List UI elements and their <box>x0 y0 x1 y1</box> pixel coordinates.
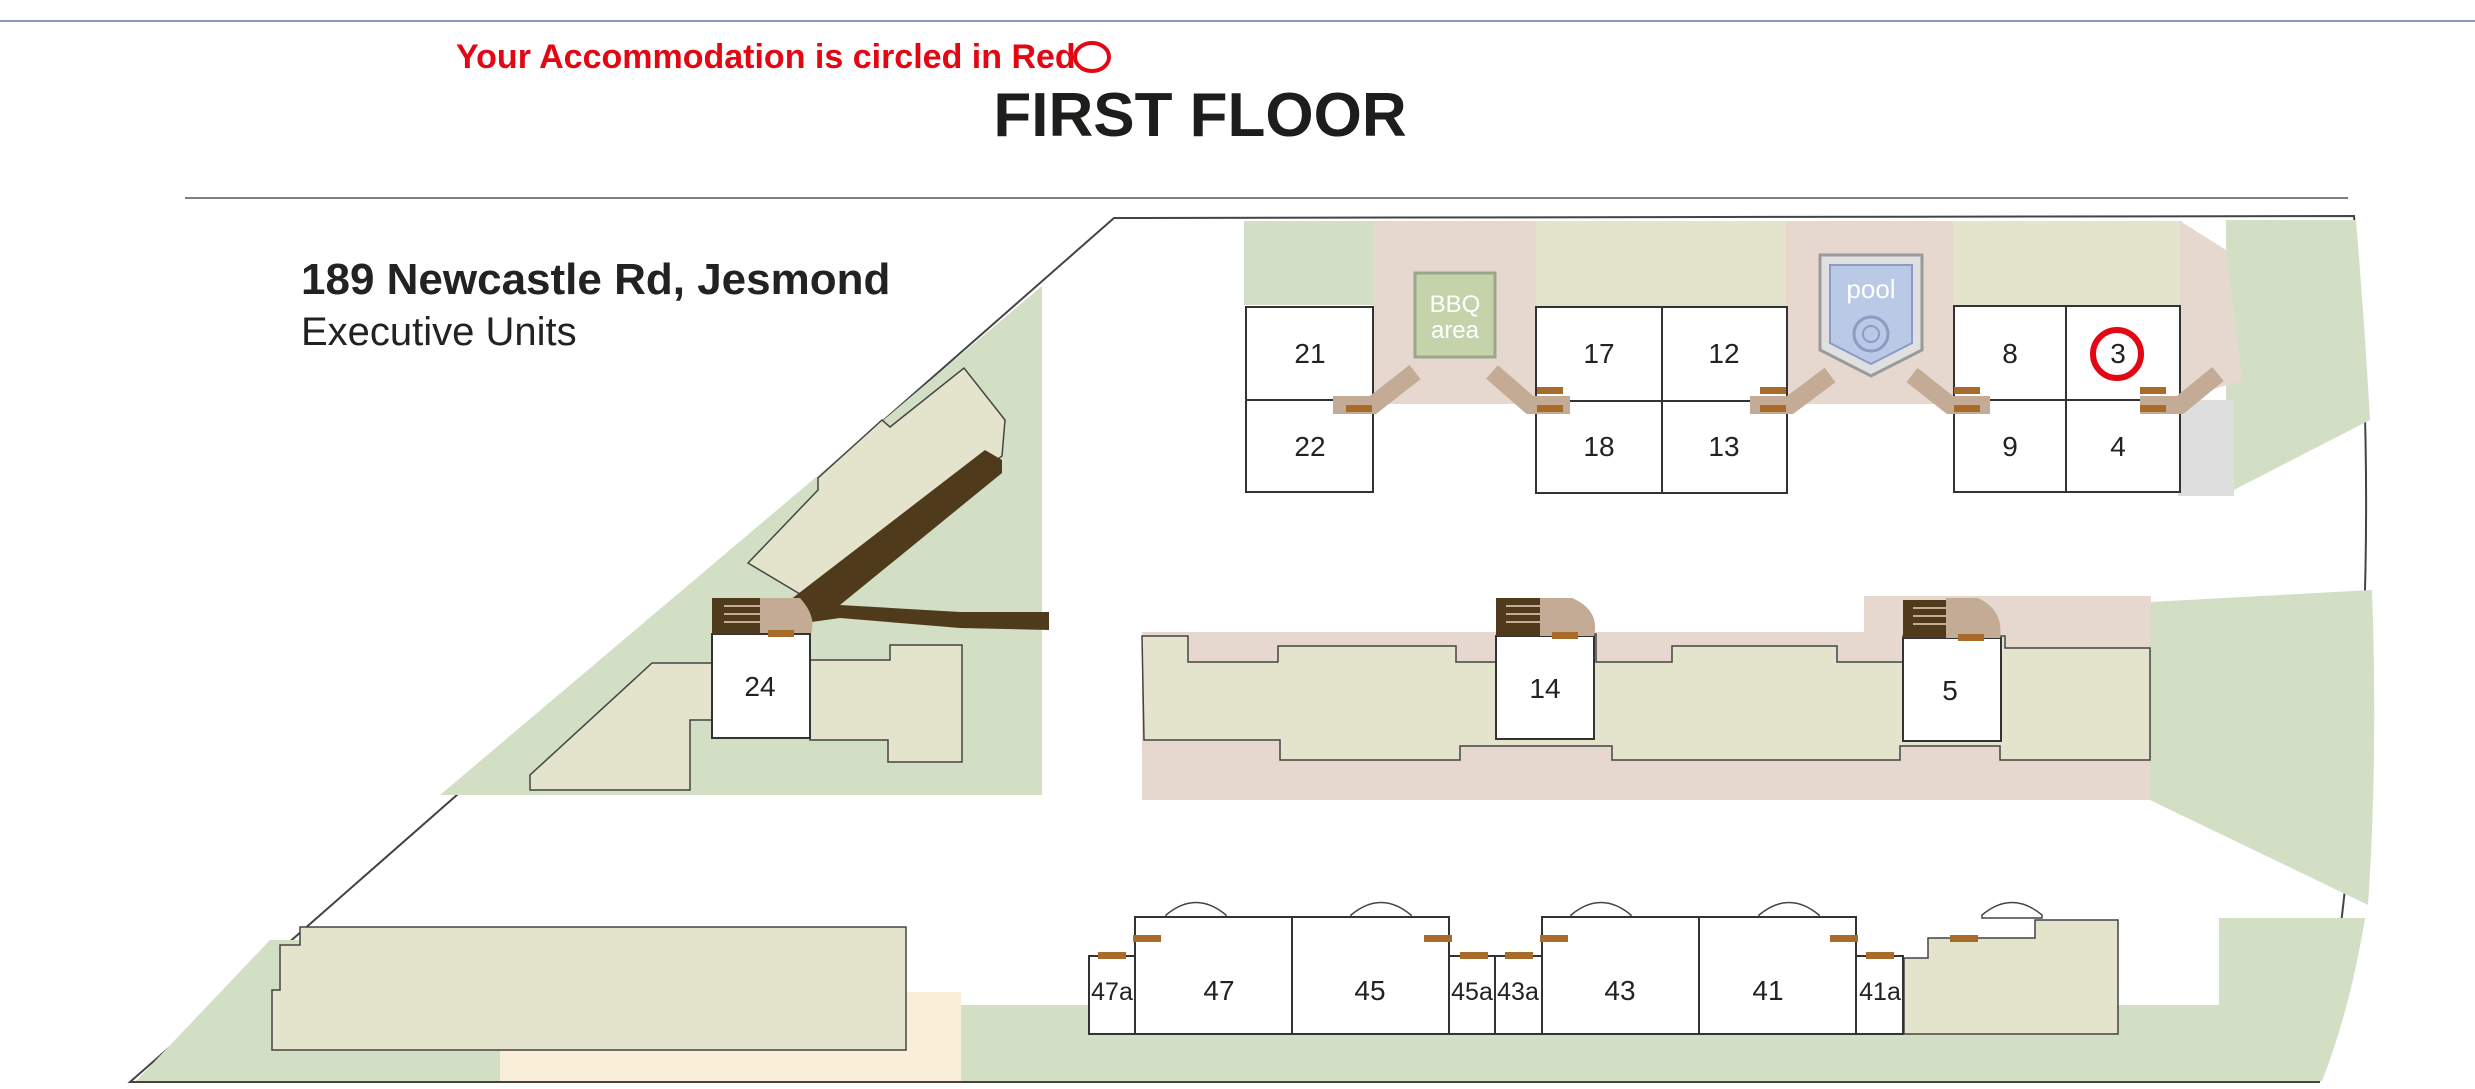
block-21-22 <box>1245 306 1374 493</box>
unit-5-label: 5 <box>1942 675 1958 706</box>
unit-41[interactable] <box>1698 916 1857 1035</box>
unit-47a[interactable] <box>1088 955 1136 1035</box>
unit-17-label: 17 <box>1583 338 1614 369</box>
building-bottom-left <box>271 926 907 1051</box>
unit-3[interactable] <box>2065 305 2181 401</box>
bbq-label-line2: area <box>1431 317 1480 344</box>
unit-43a[interactable] <box>1494 955 1543 1035</box>
unit-43[interactable] <box>1541 916 1700 1035</box>
unit-4-label: 4 <box>2110 431 2126 462</box>
stairs-5-icon <box>1903 600 1946 638</box>
doors-bottom <box>1098 935 1978 959</box>
unit-9-label: 9 <box>2002 431 2018 462</box>
bbq-area <box>1413 271 1497 359</box>
unit-9[interactable] <box>1953 399 2067 493</box>
unit-41a-label: 41a <box>1859 978 1901 1006</box>
driveway-ramp <box>760 450 1049 630</box>
unit-21-label: 21 <box>1294 338 1325 369</box>
address-line2: Executive Units <box>301 310 577 354</box>
unit-12[interactable] <box>1661 306 1788 402</box>
unit-3-label: 3 <box>2110 338 2126 369</box>
pool-spa-icon <box>1852 315 1890 353</box>
stairs-14-icon <box>1496 598 1540 636</box>
unit-13[interactable] <box>1661 400 1788 494</box>
unit-22-label: 22 <box>1294 431 1325 462</box>
stairs-24-icon <box>712 598 760 634</box>
unit-14-label: 14 <box>1529 673 1560 704</box>
unit-47[interactable] <box>1134 916 1293 1035</box>
unit-45-label: 45 <box>1354 975 1385 1006</box>
doors-top <box>1346 387 2166 412</box>
bbq-label-line1: BBQ <box>1430 291 1481 318</box>
unit-45a-label: 45a <box>1451 978 1493 1006</box>
unit-45[interactable] <box>1291 916 1450 1035</box>
unit-41a[interactable] <box>1855 955 1904 1035</box>
lawn-right-middle <box>2150 590 2375 905</box>
address-line1: 189 Newcastle Rd, Jesmond <box>301 255 890 304</box>
unit-labels: 21 22 17 12 18 13 8 3 9 4 24 14 5 47a 47… <box>744 338 2125 1006</box>
unit-47a-label: 47a <box>1091 978 1133 1006</box>
courtyard-lawn-middle <box>1536 221 1786 305</box>
unit-13-label: 13 <box>1708 431 1739 462</box>
lawn-right-bottom <box>2219 918 2365 1081</box>
unit-5[interactable] <box>1902 637 2002 742</box>
courtyard-paving-right <box>2180 221 2242 400</box>
block-17-12-18-13 <box>1535 306 1788 494</box>
unit-14[interactable] <box>1495 635 1595 740</box>
unit-21[interactable] <box>1245 306 1374 401</box>
walkway-24 <box>760 598 813 640</box>
unit-22[interactable] <box>1245 399 1374 493</box>
unit-18-label: 18 <box>1583 431 1614 462</box>
floor-title: FIRST FLOOR <box>993 81 1406 150</box>
unit-8-label: 8 <box>2002 338 2018 369</box>
unit-12-label: 12 <box>1708 338 1739 369</box>
unit-43-label: 43 <box>1604 975 1635 1006</box>
door-14 <box>1552 632 1578 639</box>
pool-label: pool <box>1846 274 1895 304</box>
unit-24-label: 24 <box>744 671 775 702</box>
unit-43a-label: 43a <box>1497 978 1539 1006</box>
unit-24[interactable] <box>711 633 811 739</box>
door-24 <box>768 630 794 637</box>
pool <box>1829 264 1913 366</box>
walkway-5 <box>1946 598 2001 638</box>
unit-4[interactable] <box>2065 399 2181 493</box>
bottom-right-building <box>1903 919 2119 1035</box>
unit-41-label: 41 <box>1752 975 1783 1006</box>
door-5 <box>1958 634 1984 641</box>
unit-47-label: 47 <box>1203 975 1234 1006</box>
pool-spa-center <box>1862 325 1880 343</box>
bottom-units <box>1088 916 1904 1035</box>
highlight-circle-unit-3-icon <box>2090 327 2144 381</box>
legend-notice: Your Accommodation is circled in Red <box>456 38 1076 76</box>
walkway-14 <box>1540 598 1596 636</box>
block-8-3-9-4 <box>1953 305 2181 493</box>
courtyard-lawn-right <box>1953 221 2180 305</box>
car-space-grey <box>2178 400 2234 496</box>
legend-red-circle-icon <box>1073 41 1111 73</box>
